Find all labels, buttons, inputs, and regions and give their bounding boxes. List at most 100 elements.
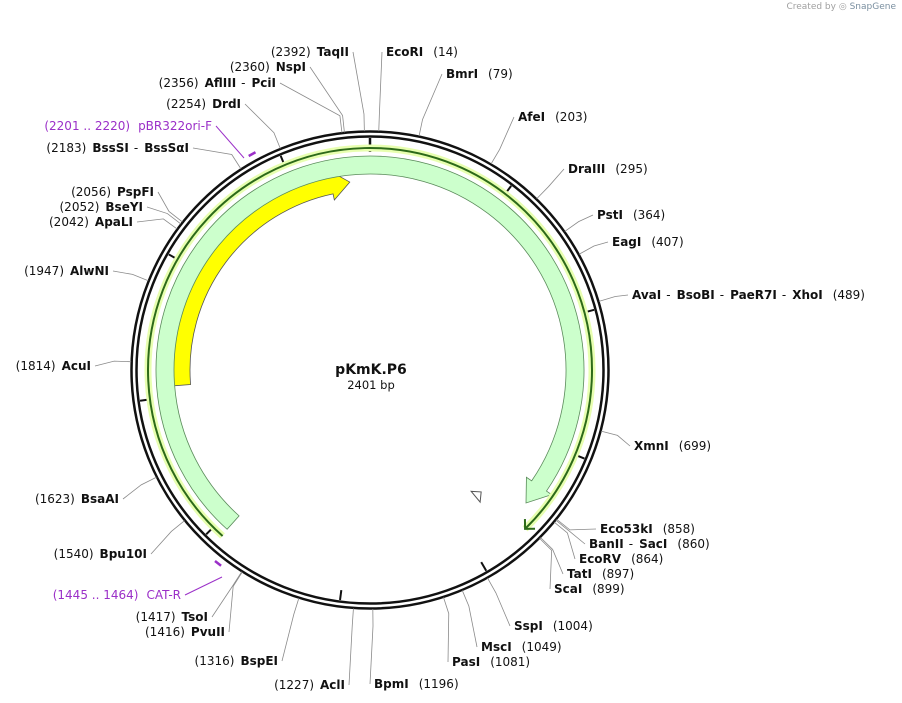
site-position: (864) [631,552,663,566]
site-enzyme-name: PspFI [117,185,154,199]
site-enzyme-name: BsoBI [677,288,715,302]
restriction-site: (2183)BssSI-BssSαI [46,141,242,170]
restriction-site: MscI(1049) [461,590,562,654]
site-position: (1540) [54,547,94,561]
site-enzyme-name: BmrI [446,67,478,81]
primer-leader-line [184,576,223,596]
lambda-t0-arrow [470,490,482,504]
site-label: EcoRI(14) [386,45,458,59]
site-label: (2392)TaqII [271,45,349,59]
site-label: EagI(407) [612,235,684,249]
site-leader-line [94,360,132,367]
restriction-site: (2392)TaqII [271,45,365,132]
site-label: (2056)PspFI [71,185,154,199]
site-label: (1417)TsoI [136,610,208,624]
primer-pbr322ori-f-mark [248,151,257,158]
site-leader-line [136,218,178,230]
site-enzyme-name: AclI [320,678,345,692]
primer-label: (2201 .. 2220)pBR322ori-F [44,119,212,133]
site-position: (295) [615,162,647,176]
site-enzyme-name: SspI [514,619,543,633]
site-position: (899) [592,582,624,596]
site-enzyme-name: BsaAI [81,492,119,506]
site-leader-line [536,168,565,200]
restriction-site: ScaI (899) [539,538,625,596]
site-position: (1004) [553,619,593,633]
site-enzyme-name: ScaI [554,582,582,596]
site-enzyme-name: ApaLI [95,215,133,229]
site-leader-line [279,82,343,133]
site-label: (1416)PvuII [145,625,225,639]
restriction-site: SspI (1004) [487,577,593,633]
site-position: (2356) [159,76,199,90]
site-label: AfeI(203) [518,110,587,124]
restriction-site: BpmI(1196) [369,608,459,691]
site-label: BmrI(79) [446,67,513,81]
site-label: PasI(1081) [452,655,530,669]
credit-brand: SnapGene [849,2,896,12]
site-leader-line [540,537,564,575]
site-leader-line [281,598,300,662]
restriction-site: BmrI(79) [418,67,513,137]
restriction-site: (1417)TsoI [136,571,243,624]
site-separator: - [241,76,245,90]
restriction-site: AvaI-BsoBI-PaeR7I-XhoI(489) [598,288,865,302]
site-enzyme-name: AlwNI [70,264,109,278]
site-label: (1814)AcuI [16,359,91,373]
plasmid-size: 2401 bp [347,378,395,392]
primer-range: (1445 .. 1464) [53,588,139,602]
site-enzyme-name: PstI [597,208,623,222]
site-position: (1049) [522,640,562,654]
site-label: (2042)ApaLI [49,215,133,229]
restriction-site: PstI (364) [564,208,665,232]
site-label: Eco53kI(858) [600,522,695,536]
restriction-site: (1814)AcuI [16,359,132,373]
site-enzyme-name: TatI [567,567,592,581]
site-position: (14) [433,45,458,59]
primer-leader-line [215,125,245,159]
site-position: (860) [677,537,709,551]
site-label: BanII-SacI(860) [589,537,710,551]
restriction-site: (1540) Bpu10I [54,520,185,561]
site-leader-line [378,51,383,132]
site-enzyme-name: PciI [252,76,277,90]
site-label: (1227)AclI [274,678,345,692]
site-enzyme-name: XhoI [792,288,823,302]
restriction-site: (2042)ApaLI [49,215,178,230]
site-leader-line [554,521,576,560]
site-enzyme-name: Bpu10I [100,547,147,561]
site-label: ScaI (899) [554,582,625,596]
site-position: (364) [633,208,665,222]
site-leader-line [228,571,243,633]
restriction-site: AfeI(203) [490,110,587,165]
site-enzyme-name: AflIII [205,76,237,90]
site-enzyme-name: AfeI [518,110,545,124]
site-leader-line [564,214,594,232]
site-position: (858) [663,522,695,536]
site-label: (1316)BspEI [195,654,278,668]
site-leader-line [309,66,345,133]
site-position: (489) [833,288,865,302]
site-enzyme-name: PaeR7I [730,288,777,302]
site-separator: - [666,288,670,302]
site-position: (2254) [166,97,206,111]
site-position: (2392) [271,45,311,59]
site-label: (2254)DrdI [166,97,241,111]
primer-label: (1445 .. 1464)CAT-R [53,588,181,602]
restriction-site: (1947) AlwNI [24,264,149,282]
restriction-site: EcoRI(14) [378,45,458,132]
restriction-site: (2360)NspI [230,60,345,133]
site-separator: - [782,288,786,302]
cmr-cds-arrowhead [523,519,536,530]
restriction-site: TatI(897) [540,537,634,581]
site-leader-line [369,608,374,685]
site-leader-line [150,520,185,555]
site-leader-line [487,577,511,627]
site-position: (1316) [195,654,235,668]
site-position: (1947) [24,264,64,278]
site-leader-line [348,608,354,686]
site-position: (1196) [419,677,459,691]
site-label: DraIII(295) [568,162,648,176]
site-leader-line [578,241,609,255]
